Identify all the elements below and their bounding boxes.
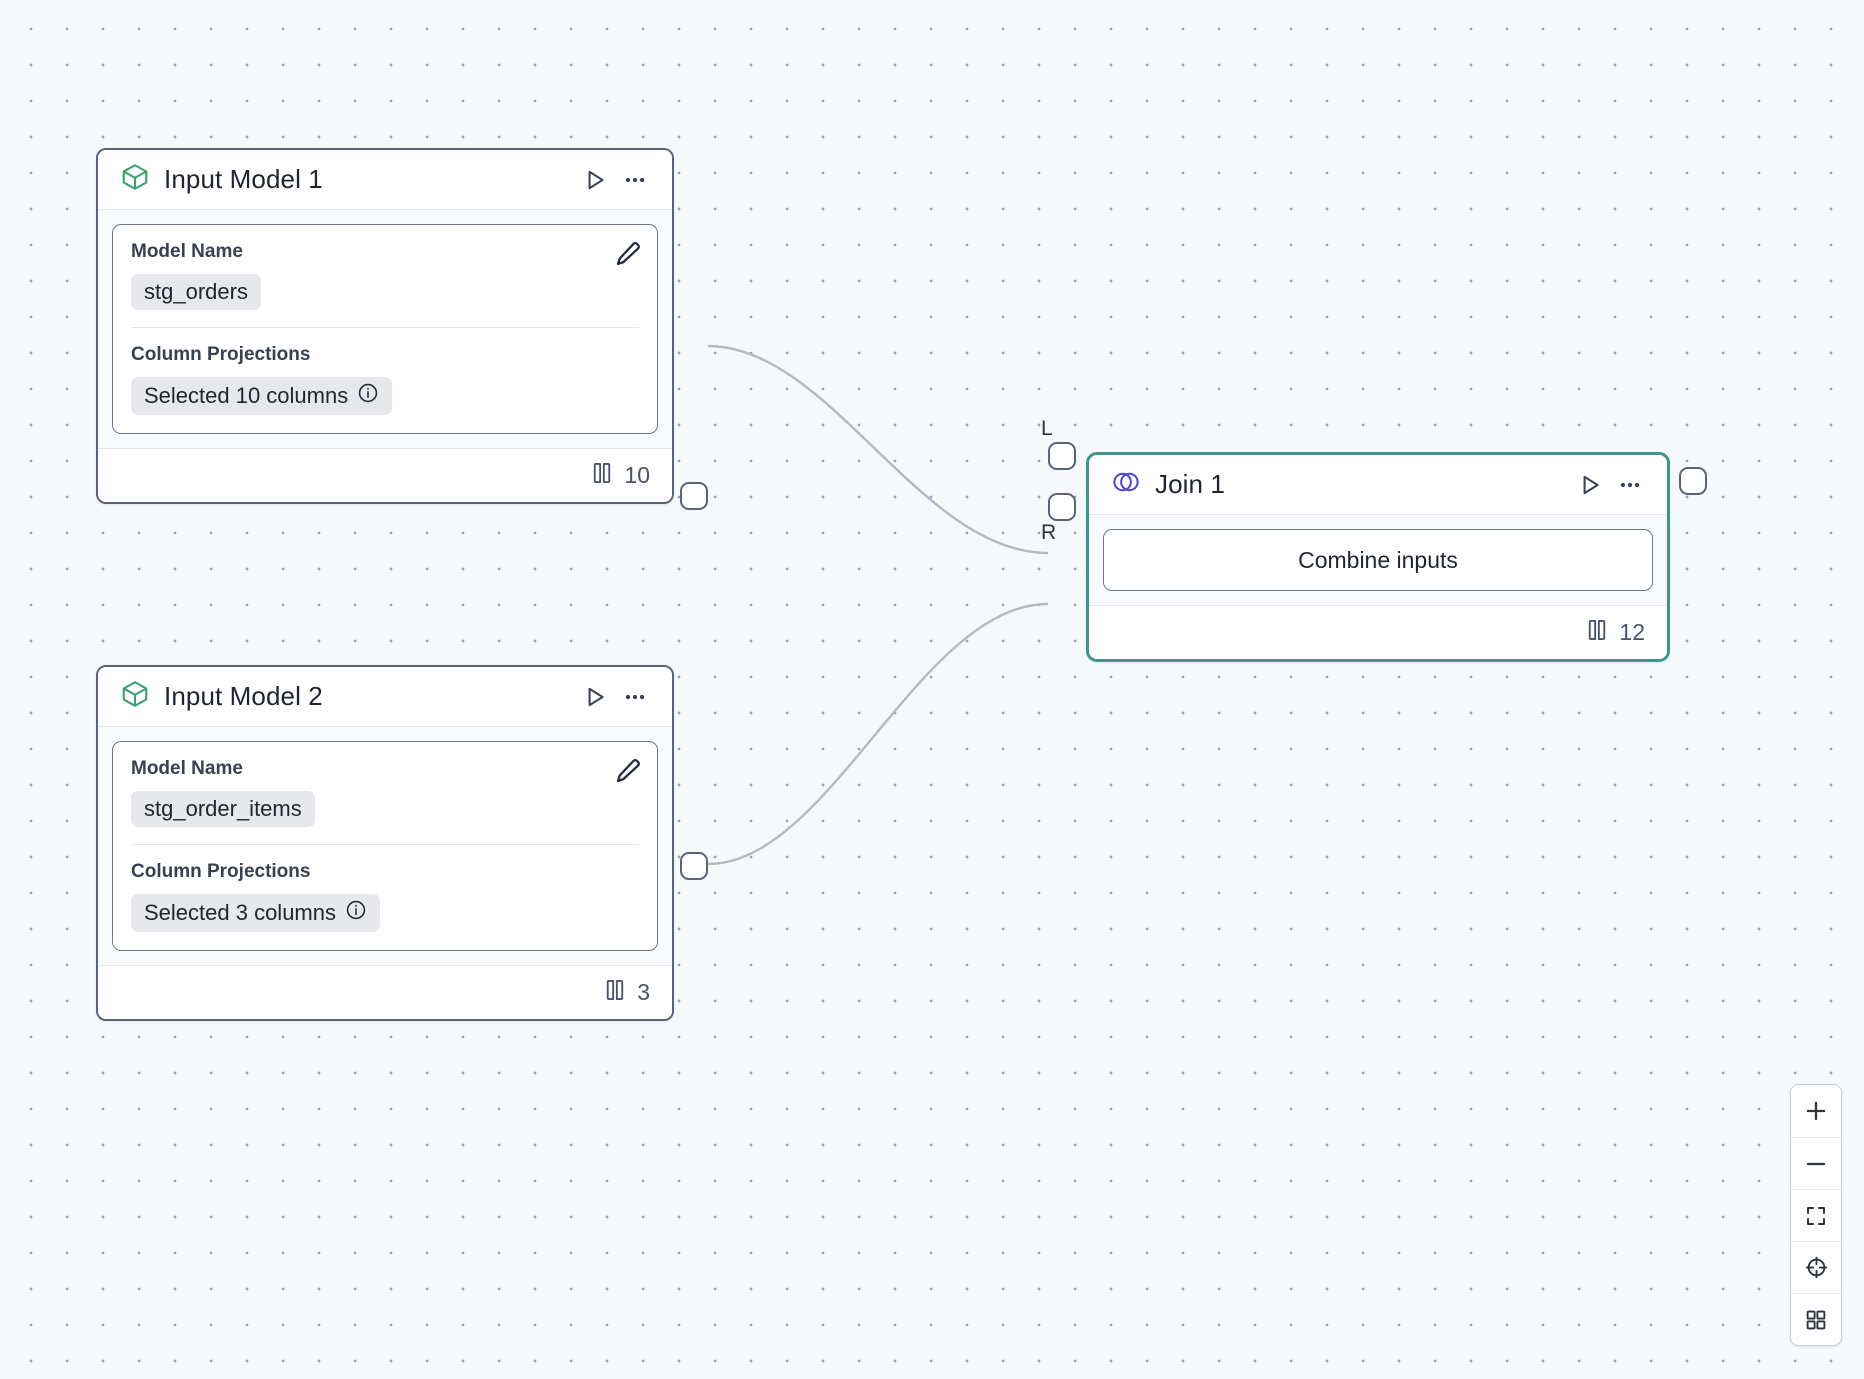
- node-header: Input Model 1: [98, 150, 672, 210]
- columns-icon: [1584, 617, 1610, 648]
- pencil-icon[interactable]: [613, 239, 643, 269]
- output-port-input-model-1[interactable]: [680, 482, 708, 510]
- info-icon[interactable]: [357, 382, 379, 410]
- model-name-chip[interactable]: stg_orders: [131, 274, 261, 310]
- run-icon[interactable]: [578, 163, 612, 197]
- cube-icon: [120, 679, 150, 714]
- node-body: Model Name stg_order_items Column Projec…: [98, 727, 672, 965]
- more-options-icon[interactable]: [618, 680, 652, 714]
- edge-input2-to-join-right: [707, 602, 1049, 866]
- left-input-port-label: L: [1041, 417, 1053, 440]
- column-projections-value: Selected 10 columns: [144, 383, 349, 408]
- columns-icon: [602, 977, 628, 1008]
- node-footer: 10: [98, 448, 672, 502]
- more-options-icon[interactable]: [1613, 468, 1647, 502]
- node-input-model-1[interactable]: Input Model 1 Model Name: [96, 148, 708, 510]
- node-footer: 12: [1089, 605, 1667, 659]
- edge-input1-to-join-left: [707, 344, 1049, 555]
- divider: [131, 327, 639, 328]
- left-input-port[interactable]: [1048, 442, 1076, 470]
- node-join-1[interactable]: Join 1 Combine inputs: [1041, 417, 1707, 662]
- toggle-minimap-button[interactable]: [1791, 1293, 1841, 1345]
- divider: [131, 844, 639, 845]
- model-name-value: stg_orders: [144, 279, 248, 304]
- model-config-card: Model Name stg_order_items Column Projec…: [112, 741, 658, 951]
- model-name-chip[interactable]: stg_order_items: [131, 791, 315, 827]
- output-port-join-1[interactable]: [1679, 467, 1707, 495]
- node-body: Model Name stg_orders Column Projections…: [98, 210, 672, 448]
- model-name-value: stg_order_items: [144, 796, 302, 821]
- column-projections-value: Selected 3 columns: [144, 900, 336, 925]
- node-title: Input Model 2: [164, 681, 323, 711]
- node-header: Join 1: [1089, 455, 1667, 515]
- venn-join-icon: [1111, 467, 1141, 502]
- output-port-input-model-2[interactable]: [680, 852, 708, 880]
- node-input-model-2[interactable]: Input Model 2 Model Name: [96, 665, 708, 1021]
- right-input-port[interactable]: [1048, 493, 1076, 521]
- combine-inputs-button[interactable]: Combine inputs: [1103, 529, 1653, 591]
- run-icon[interactable]: [578, 680, 612, 714]
- right-input-port-label: R: [1041, 521, 1057, 544]
- zoom-in-button[interactable]: [1791, 1085, 1841, 1137]
- footer-count: 10: [624, 462, 650, 488]
- model-name-label: Model Name: [131, 758, 243, 779]
- info-icon[interactable]: [345, 899, 367, 927]
- zoom-out-button[interactable]: [1791, 1137, 1841, 1189]
- footer-count: 3: [637, 979, 650, 1005]
- model-config-card: Model Name stg_orders Column Projections…: [112, 224, 658, 434]
- node-body: Combine inputs: [1089, 515, 1667, 605]
- column-projections-label: Column Projections: [131, 344, 311, 365]
- node-header: Input Model 2: [98, 667, 672, 727]
- column-projections-label: Column Projections: [131, 861, 311, 882]
- fit-view-button[interactable]: [1791, 1189, 1841, 1241]
- combine-inputs-label: Combine inputs: [1298, 546, 1458, 573]
- column-projections-chip[interactable]: Selected 10 columns: [131, 377, 393, 415]
- columns-icon: [589, 460, 615, 491]
- cube-icon: [120, 162, 150, 197]
- pencil-icon[interactable]: [613, 756, 643, 786]
- run-icon[interactable]: [1573, 468, 1607, 502]
- column-projections-chip[interactable]: Selected 3 columns: [131, 894, 380, 932]
- more-options-icon[interactable]: [618, 163, 652, 197]
- footer-count: 12: [1619, 619, 1645, 645]
- node-title: Input Model 1: [164, 164, 323, 194]
- canvas-controls[interactable]: [1790, 1084, 1842, 1346]
- model-name-label: Model Name: [131, 241, 243, 262]
- center-view-button[interactable]: [1791, 1241, 1841, 1293]
- node-title: Join 1: [1155, 469, 1225, 499]
- node-footer: 3: [98, 965, 672, 1019]
